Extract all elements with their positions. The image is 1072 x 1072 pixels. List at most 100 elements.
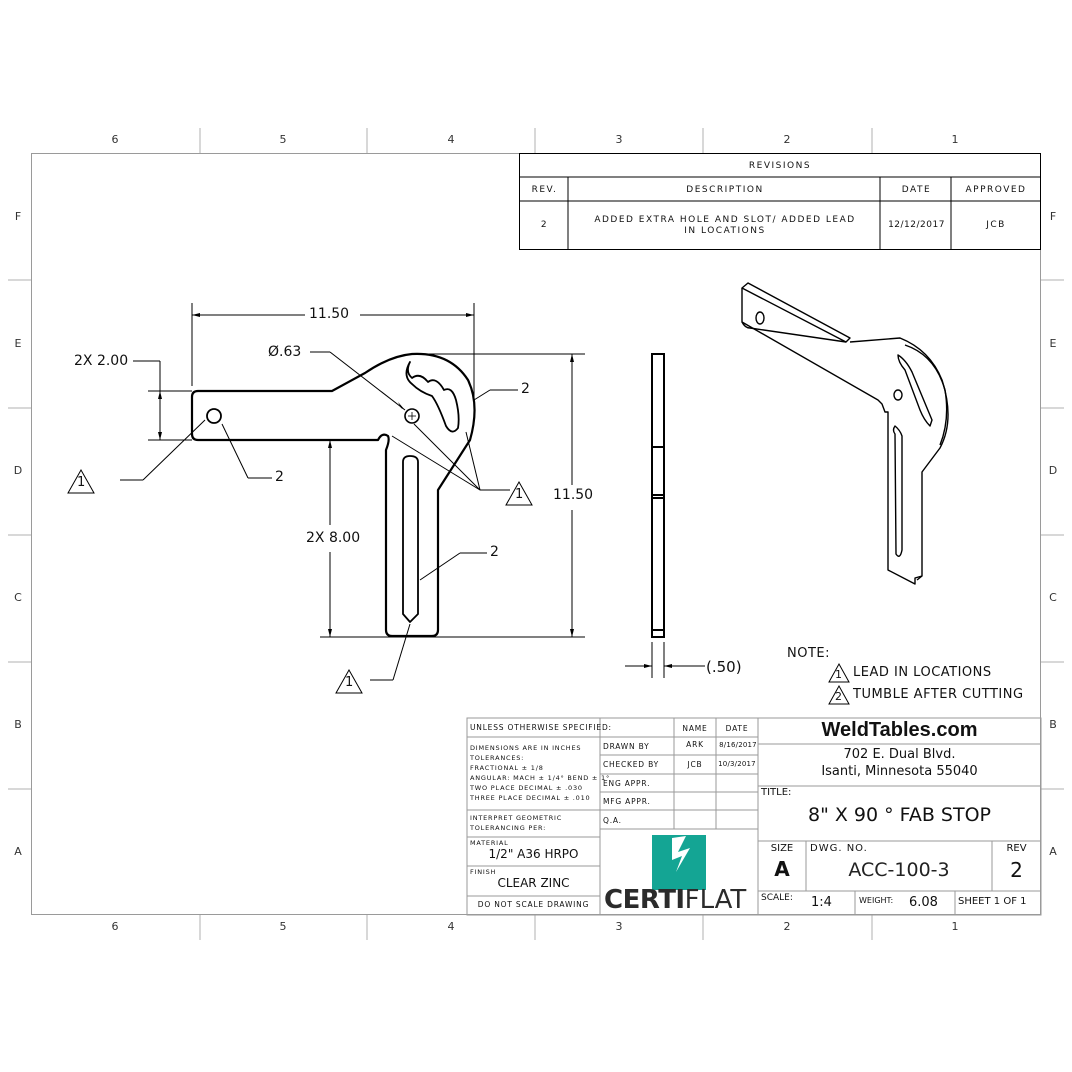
tolerance-line: TOLERANCES: (470, 754, 525, 762)
title-block-grid (466, 717, 1042, 916)
callout-marker-1: 1 (515, 487, 524, 502)
geometric-line: INTERPRET GEOMETRIC (470, 814, 563, 822)
part-front-view (190, 352, 476, 638)
mfg-appr-label: MFG APPR. (603, 797, 651, 806)
zone-row-a: A (14, 845, 22, 858)
zone-row-d: D (1048, 464, 1058, 477)
dim-hole-diameter: Ø.63 (268, 344, 302, 360)
zone-row-f: F (14, 210, 22, 223)
zone-ticks (8, 128, 1064, 940)
zone-col-3: 3 (615, 920, 623, 933)
finish-label: FINISH (470, 868, 497, 876)
note-marker-1: 1 (835, 668, 843, 681)
zone-col-3: 3 (615, 133, 623, 146)
zone-row-c: C (1049, 591, 1057, 604)
qa-label: Q.A. (603, 816, 622, 825)
checked-by-date: 10/3/2017 (718, 760, 756, 768)
zone-row-e: E (14, 337, 22, 350)
weight-label: WEIGHT: (859, 896, 894, 905)
zone-col-5: 5 (279, 920, 287, 933)
scale-label: SCALE: (761, 893, 793, 903)
callout-note-2: 2 (521, 381, 530, 397)
rev-label: REV (1006, 843, 1027, 854)
revision-description: ADDED EXTRA HOLE AND SLOT/ ADDED LEAD IN… (594, 214, 856, 236)
dim-thickness: (.50) (706, 658, 742, 676)
note-text-2: TUMBLE AFTER CUTTING (853, 687, 1024, 702)
notes-heading: NOTE: (787, 646, 830, 661)
revision-number: 2 (540, 220, 549, 230)
tolerance-line: TWO PLACE DECIMAL ± .030 (470, 784, 583, 792)
zone-col-5: 5 (279, 133, 287, 146)
dimension-arrows (158, 313, 672, 668)
zone-col-1: 1 (951, 133, 959, 146)
company-name: WeldTables.com (821, 719, 978, 741)
zone-row-b: B (14, 718, 22, 731)
description-header: DESCRIPTION (686, 184, 764, 195)
center-mark (408, 412, 416, 420)
dwg-no-value: ACC-100-3 (848, 859, 950, 881)
date-header: DATE (901, 184, 932, 195)
certiflat-logo: CERTIFLAT (604, 886, 746, 914)
material-label: MATERIAL (470, 839, 509, 847)
revision-date: 12/12/2017 (888, 220, 945, 230)
tolerance-line: DIMENSIONS ARE IN INCHES (470, 744, 582, 752)
geometric-line: TOLERANCING PER: (470, 824, 547, 832)
dim-overall-height: 11.50 (553, 487, 594, 503)
revisions-title: REVISIONS (748, 160, 812, 171)
zone-col-2: 2 (783, 920, 791, 933)
tolerance-block: DIMENSIONS ARE IN INCHES TOLERANCES: FRA… (470, 743, 610, 803)
approvals-name-header: NAME (682, 724, 708, 733)
approvals-date-header: DATE (725, 724, 749, 733)
finish-value: CLEAR ZINC (497, 876, 570, 890)
checked-by-name: JCB (687, 760, 703, 769)
zone-row-d: D (13, 464, 23, 477)
dim-overall-width: 11.50 (309, 306, 350, 322)
drawing-title: 8" X 90 ° FAB STOP (807, 804, 991, 826)
rev-header: REV. (531, 184, 558, 195)
weight-value: 6.08 (909, 895, 938, 910)
rev-value: 2 (1010, 858, 1023, 882)
zone-col-1: 1 (951, 920, 959, 933)
zone-row-a: A (1049, 845, 1057, 858)
size-value: A (774, 857, 790, 881)
callout-marker-1: 1 (77, 475, 86, 490)
tolerance-line: THREE PLACE DECIMAL ± .010 (470, 794, 591, 802)
zone-row-e: E (1049, 337, 1057, 350)
dwg-no-label: DWG. NO. (810, 843, 868, 854)
callout-note-2: 2 (275, 469, 284, 485)
zone-row-c: C (14, 591, 22, 604)
callout-marker-1: 1 (345, 675, 354, 690)
scale-value: 1:4 (811, 895, 832, 910)
zone-col-6: 6 (111, 133, 119, 146)
zone-col-6: 6 (111, 920, 119, 933)
address-line-2: Isanti, Minnesota 55040 (821, 764, 978, 779)
callout-note-2: 2 (490, 544, 499, 560)
size-label: SIZE (770, 843, 794, 854)
logo-bold-text: CERTI (604, 885, 685, 915)
sheet-number: SHEET 1 OF 1 (958, 896, 1027, 907)
revision-approved: JCB (986, 220, 1006, 230)
note-text-1: LEAD IN LOCATIONS (853, 665, 992, 680)
drawn-by-name: ARK (686, 740, 704, 749)
tolerance-line: ANGULAR: MACH ± 1/4° BEND ± 1° (470, 774, 611, 782)
zone-row-f: F (1049, 210, 1057, 223)
title-label: TITLE: (761, 787, 792, 798)
unless-specified: UNLESS OTHERWISE SPECIFIED: (470, 723, 612, 732)
tolerance-line: FRACTIONAL ± 1/8 (470, 764, 544, 772)
part-isometric-view (741, 282, 949, 585)
zone-col-4: 4 (447, 133, 455, 146)
zone-col-2: 2 (783, 133, 791, 146)
revisions-table: REVISIONS REV. DESCRIPTION DATE APPROVED… (519, 153, 1041, 250)
material-value: 1/2" A36 HRPO (488, 847, 579, 861)
dimension-lines (120, 303, 705, 681)
do-not-scale: DO NOT SCALE DRAWING (477, 900, 590, 909)
geometric-tolerancing: INTERPRET GEOMETRIC TOLERANCING PER: (470, 813, 562, 833)
dim-arm-width: 2X 2.00 (74, 353, 129, 369)
note-triangles (67, 468, 850, 705)
zone-col-4: 4 (447, 920, 455, 933)
drawn-by-date: 8/16/2017 (719, 741, 757, 749)
drawn-by-label: DRAWN BY (603, 742, 650, 751)
certiflat-logo-mark (652, 835, 706, 890)
zone-row-b: B (1049, 718, 1057, 731)
